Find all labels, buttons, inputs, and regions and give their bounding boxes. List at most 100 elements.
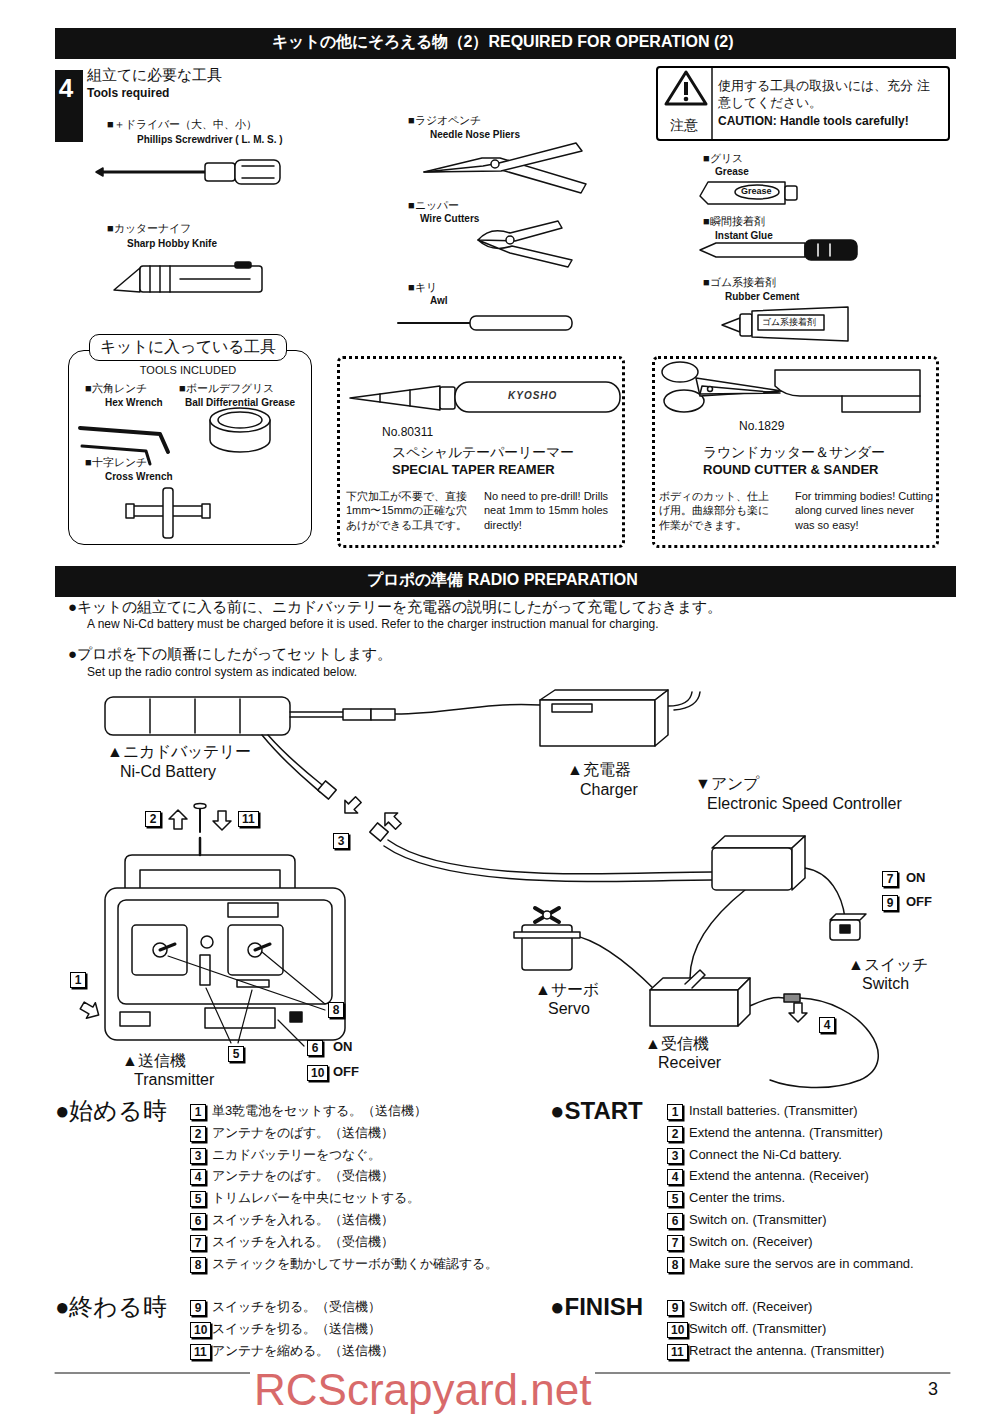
scissors-icon — [664, 390, 704, 412]
optional-tool-panel: No.80311スペシャルテーパーリーマーSPECIAL TAPER REAME… — [337, 356, 625, 548]
nicd-battery-icon — [194, 699, 196, 733]
screwdriver-icon — [102, 171, 205, 174]
servo-icon — [535, 908, 559, 922]
page-number: 3 — [928, 1378, 938, 1401]
callout-number: 2 — [667, 1126, 683, 1142]
node-text: CAUTION: Handle tools carefully! — [718, 114, 909, 130]
leader-line — [168, 952, 325, 1046]
hobby-knife-icon — [235, 262, 251, 268]
switch-icon — [830, 920, 860, 940]
charge-wire — [262, 735, 320, 792]
label-text: ■瞬間接着剤 — [703, 215, 765, 229]
label-text: スイッチを切る。（送信機） — [212, 1321, 381, 1337]
cross-wrench-icon — [126, 504, 134, 518]
charge-wire — [745, 998, 784, 1008]
label-text: Sharp Hobby Knife — [127, 238, 217, 251]
callout-number: 3 — [190, 1148, 206, 1164]
label-text: Set up the radio control system as indic… — [87, 665, 357, 680]
node-text: ボディのカット、仕上 げ用。曲線部分も楽に 作業ができます。 — [659, 489, 773, 532]
receiver-icon — [738, 978, 750, 1026]
taper-reamer-icon — [350, 386, 440, 410]
servo-icon — [514, 932, 580, 938]
node-text: スペシャルテーパーリーマー — [392, 443, 574, 461]
label-text: ●始める時 — [55, 1096, 168, 1126]
label-text: Switch on. (Receiver) — [689, 1234, 813, 1250]
node-text: No.1829 — [739, 419, 784, 435]
direction-arrow — [379, 807, 405, 833]
direction-arrow — [169, 810, 187, 829]
label-text: アンテナをのばす。（送信機） — [212, 1125, 394, 1141]
hobby-knife-icon — [169, 266, 171, 292]
rubber-cement-tube-icon — [752, 307, 848, 341]
label-text: Ni-Cd Battery — [120, 762, 216, 782]
caution-box: 注意使用する工具の取扱いには、充分 注意してください。CAUTION: Hand… — [656, 66, 950, 141]
label-text: ▲充電器 — [567, 760, 631, 780]
screwdriver-icon — [96, 168, 103, 176]
label-text: ●終わる時 — [55, 1292, 168, 1322]
rubber-cement-tube-icon — [722, 307, 848, 341]
charge-wire — [805, 868, 845, 918]
callout-number: 5 — [228, 1046, 244, 1062]
step-number-tab: 4 — [55, 70, 83, 142]
node-text: No.80311 — [382, 425, 433, 441]
screwdriver-icon — [235, 160, 280, 184]
section-header-band: プロポの準備 RADIO PREPARATION — [55, 566, 956, 597]
antenna-symbol — [194, 804, 206, 833]
label-text: スイッチを入れる。（受信機） — [212, 1234, 394, 1250]
label-text: ■ラジオペンチ — [408, 114, 481, 128]
label-text: Instant Glue — [715, 230, 773, 243]
callout-number: 1 — [667, 1104, 683, 1120]
label-text: ●START — [550, 1096, 643, 1126]
label-text: Switch on. (Transmitter) — [689, 1212, 827, 1228]
leader-line — [168, 956, 325, 1010]
label-text: ゴム系接着剤 — [762, 317, 816, 328]
transmitter-icon — [118, 900, 332, 1004]
connector-plug — [318, 781, 336, 799]
callout-number: 9 — [882, 895, 898, 911]
label-text: Phillips Screwdriver ( L. M. S. ) — [137, 134, 283, 147]
grease-tube-icon — [700, 182, 785, 204]
label-text: ■＋ドライバー（大、中、小） — [107, 118, 257, 132]
charger-icon — [552, 704, 592, 712]
screwdriver-icon — [205, 163, 235, 181]
callout-number: 5 — [190, 1191, 206, 1207]
callout-number: 10 — [667, 1322, 688, 1338]
watermark: RCScrapyard.net — [250, 1362, 595, 1414]
callout-number: 8 — [667, 1257, 683, 1273]
caution-heading: 注意 — [660, 116, 708, 134]
callout-number: 4 — [667, 1169, 683, 1185]
cross-wrench-icon — [202, 504, 210, 518]
node-text: Hex Wrench — [105, 396, 163, 409]
needle-nose-pliers-icon — [424, 143, 586, 193]
grease-tube-icon — [735, 185, 779, 199]
grease-jar-icon — [210, 408, 270, 452]
charge-wire — [290, 716, 343, 718]
label-text: スティックを動かしてサーボが動くか確認する。 — [212, 1256, 498, 1272]
hobby-knife-icon — [114, 268, 140, 292]
label-text: ■グリス — [703, 152, 743, 166]
label-text: 組立てに必要な工具 — [87, 66, 222, 85]
wire-cutters-icon — [478, 240, 572, 267]
esc-icon — [792, 836, 805, 890]
optional-tool-panel: No.1829ラウンドカッター＆サンダーROUND CUTTER & SANDE… — [652, 356, 939, 548]
screwdriver-icon — [96, 160, 280, 184]
label-text: Awl — [430, 295, 448, 308]
node-text: ラウンドカッター＆サンダー — [703, 443, 885, 461]
label-text: Extend the antenna. (Transmitter) — [689, 1125, 883, 1141]
charger-icon — [540, 700, 655, 746]
round-cutter-icon — [775, 370, 920, 412]
wire-cutters-icon — [478, 221, 562, 241]
transmitter-icon — [201, 936, 213, 948]
label-text: ●FINISH — [550, 1292, 643, 1322]
caution-symbol — [666, 72, 706, 104]
callout-number: 2 — [190, 1126, 206, 1142]
node-text: For trimming bodies! Cutting along curve… — [795, 489, 935, 532]
callout-number: 9 — [667, 1300, 683, 1316]
instant-glue-icon — [829, 244, 831, 256]
direction-arrow — [339, 793, 365, 819]
needle-nose-pliers-icon — [424, 143, 582, 172]
node-text: ■六角レンチ — [85, 381, 147, 395]
callout-number: 7 — [882, 871, 898, 887]
rubber-cement-tube-icon — [740, 314, 752, 336]
label-text: Connect the Ni-Cd battery. — [689, 1147, 842, 1163]
